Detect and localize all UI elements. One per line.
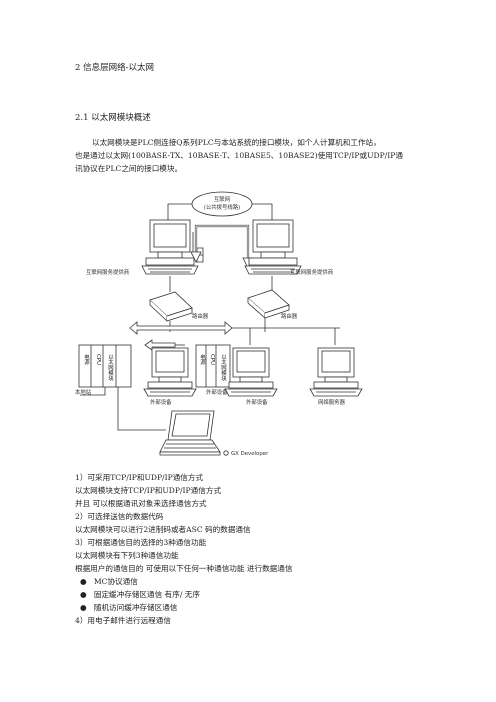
- module-cpu-label-2: CPU: [209, 354, 215, 365]
- intro-line-3: 讯协议在PLC之间的接口模块。: [75, 164, 183, 173]
- router-left-device: [149, 291, 193, 322]
- mail-server-label: 网络服务器: [318, 398, 346, 406]
- module-ethernet-label: 以太网模块: [107, 354, 114, 382]
- plc-rack-remote: [195, 344, 231, 388]
- isp-right-label: 互联网服务提供商: [290, 268, 334, 276]
- router-left-label: 路由器: [192, 312, 209, 320]
- external-device-computer-2: [224, 347, 278, 397]
- local-station-label: 本地站: [75, 388, 92, 396]
- list-item: ● MC协议通信: [80, 577, 138, 586]
- external-device-label-2: 外部设备: [206, 388, 228, 396]
- isp-left-computer: [141, 219, 199, 275]
- plc-rack-local: [78, 344, 132, 388]
- feature-4-title: 4）用电子邮件进行远程通信: [75, 616, 171, 625]
- external-device-computer-1: [143, 347, 197, 397]
- module-ethernet-label-2: 以太网模块: [220, 354, 227, 382]
- feature-1-line-1: 以太网模块支持TCP/IP和UDP/IP通信方式: [75, 486, 222, 495]
- internet-cloud: [191, 191, 253, 217]
- bullet-text-2: 固定缓冲存储区通信 有序/ 无序: [93, 590, 200, 599]
- bullet-text-3: 随机访问缓冲存储区通信: [93, 603, 178, 612]
- internet-sublabel: (公共拨号线路): [204, 203, 241, 211]
- internet-label: 互联网: [214, 195, 230, 203]
- module-cpu-label: CPU: [95, 354, 101, 365]
- gx-developer-label: GX Developer: [231, 451, 269, 457]
- router-right-label: 路由器: [281, 312, 298, 320]
- intro-line-1: 以太网模块是PLC侧连接Q系列PLC与本站系统的接口模块，如个人计算机和工作站，: [92, 138, 381, 147]
- gx-developer-laptop: [159, 410, 221, 456]
- feature-3-line-1: 以太网模块有下列3种通信功能: [75, 551, 179, 560]
- feature-2-line-1: 以太网模块可以进行2进制码或者ASC 码的数据通信: [75, 525, 251, 534]
- mail-server-computer: [309, 347, 363, 397]
- feature-3-line-2: 根据用户的通信目的 可使用以下任何一种通信功能 进行数据通信: [75, 564, 293, 573]
- bullet-text-1: MC协议通信: [93, 577, 138, 586]
- feature-2-title: 2）可选择送信的数据代码: [75, 512, 164, 521]
- isp-left-label: 互联网服务提供商: [86, 268, 130, 276]
- feature-3-title: 3）可根据通信目的选择的3种通信功能: [75, 538, 207, 547]
- module-power-label: 电源: [83, 353, 90, 366]
- router-right-device: [247, 289, 290, 319]
- feature-1-title: 1）可采用TCP/IP和UDP/IP通信方式: [75, 473, 204, 482]
- external-device-label-1: 外部设备: [150, 398, 172, 406]
- external-device-label-3: 外部设备: [246, 398, 268, 406]
- intro-line-2: 也是通过以太网(100BASE-TX、10BASE-T、10BASE5、10BA…: [75, 151, 403, 160]
- list-item: ● 固定缓冲存储区通信 有序/ 无序: [80, 590, 200, 599]
- isp-right-computer: [244, 219, 302, 275]
- list-item: ● 随机访问缓冲存储区通信: [80, 603, 178, 612]
- feature-1-line-2: 并且 可以根据通讯对象来选择通信方式: [75, 499, 207, 508]
- subsection-title: 2.1 以太网模块概述: [75, 113, 151, 123]
- module-power-label-2: 电源: [199, 353, 206, 366]
- section-title: 2 信息层网络-以太网: [75, 63, 154, 73]
